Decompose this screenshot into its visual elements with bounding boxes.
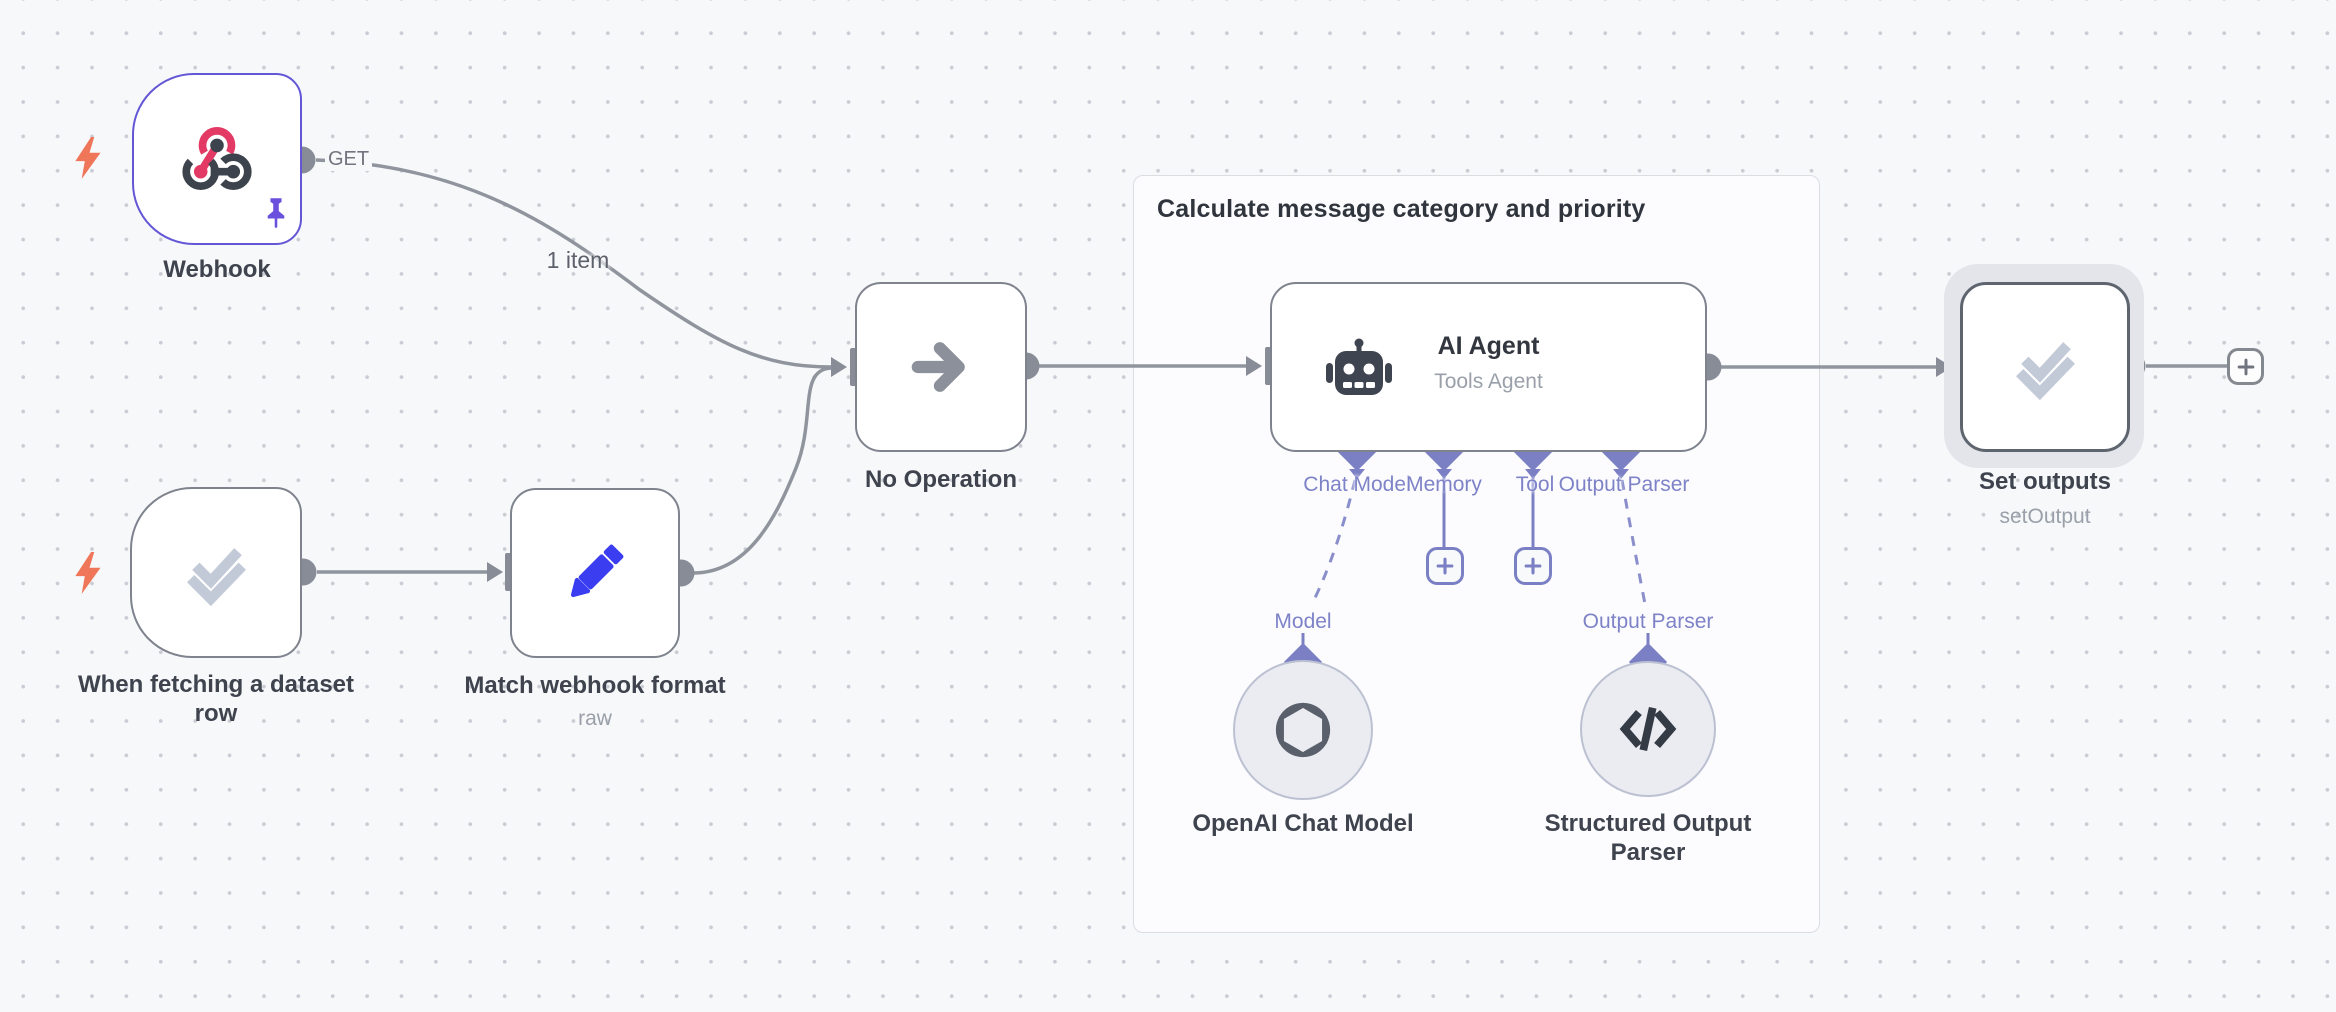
node-label-set: Set outputs bbox=[1979, 468, 2111, 495]
double-check-icon bbox=[187, 547, 246, 606]
port-tool-arrow bbox=[1525, 469, 1541, 479]
port-label-memory: Memory bbox=[1406, 473, 1482, 496]
port-memory-arrow bbox=[1436, 469, 1452, 479]
node-label-parser: Structured Output Parser bbox=[1544, 810, 1752, 866]
openai-logo-icon bbox=[1275, 702, 1331, 758]
node-set-outputs[interactable] bbox=[1960, 282, 2130, 452]
edge-webhook-to-noop[interactable] bbox=[315, 158, 832, 369]
edge-agent-to-parser[interactable] bbox=[1620, 479, 1647, 605]
trigger-lightning-icon bbox=[74, 137, 104, 184]
add-memory-button[interactable] bbox=[1426, 547, 1464, 585]
port-label-model: Model bbox=[1274, 610, 1332, 633]
node-label-match: Match webhook format bbox=[464, 672, 726, 699]
port-label-parser-port: Output Parser bbox=[1582, 610, 1714, 633]
webhook-icon bbox=[182, 127, 252, 190]
add-node-button[interactable] bbox=[2227, 348, 2264, 385]
edge-items-label: 1 item bbox=[546, 247, 610, 273]
port-chat-model-arrow bbox=[1349, 469, 1365, 479]
node-label-noop: No Operation bbox=[864, 466, 1018, 493]
port-label-chat-model: Chat Model bbox=[1303, 473, 1411, 496]
port-label-tool: Tool bbox=[1515, 473, 1555, 496]
pencil-icon bbox=[570, 544, 624, 598]
node-sublabel-match: raw bbox=[578, 707, 612, 730]
plus-icon bbox=[2237, 358, 2254, 375]
node-label-dataset: When fetching a dataset row bbox=[77, 671, 355, 727]
trigger-lightning-icon bbox=[74, 552, 104, 599]
input-connectors bbox=[487, 347, 1964, 591]
plus-icon bbox=[1524, 557, 1542, 575]
double-check-icon bbox=[2016, 342, 2075, 400]
plus-icon bbox=[1436, 557, 1454, 575]
node-label-openai: OpenAI Chat Model bbox=[1192, 810, 1414, 837]
node-match-format[interactable] bbox=[510, 488, 680, 658]
agent-title: AI Agent bbox=[1437, 332, 1540, 360]
node-openai-chat-model[interactable] bbox=[1233, 660, 1373, 800]
node-no-operation[interactable] bbox=[855, 282, 1027, 452]
edge-match-to-noop[interactable] bbox=[692, 366, 832, 575]
port-output-parser-arrow bbox=[1613, 469, 1629, 479]
node-dataset-trigger[interactable] bbox=[130, 487, 302, 658]
robot-icon bbox=[1324, 338, 1394, 407]
node-label-webhook: Webhook bbox=[163, 256, 271, 283]
pin-icon bbox=[264, 197, 288, 234]
add-tool-button[interactable] bbox=[1514, 547, 1552, 585]
node-structured-output-parser[interactable] bbox=[1580, 661, 1716, 797]
node-webhook[interactable] bbox=[132, 73, 302, 245]
node-sublabel-set: setOutput bbox=[1999, 505, 2091, 528]
agent-subtitle: Tools Agent bbox=[1434, 370, 1543, 393]
code-icon bbox=[1619, 706, 1677, 752]
port-label-output-parser: Output Parser bbox=[1558, 473, 1690, 496]
webhook-port-label: GET bbox=[325, 148, 373, 171]
edge-agent-to-model[interactable] bbox=[1310, 479, 1357, 605]
node-ai-agent[interactable]: AI Agent Tools Agent bbox=[1270, 282, 1707, 452]
group-title: Calculate message category and priority bbox=[1157, 195, 1646, 223]
arrow-right-icon bbox=[911, 342, 965, 392]
